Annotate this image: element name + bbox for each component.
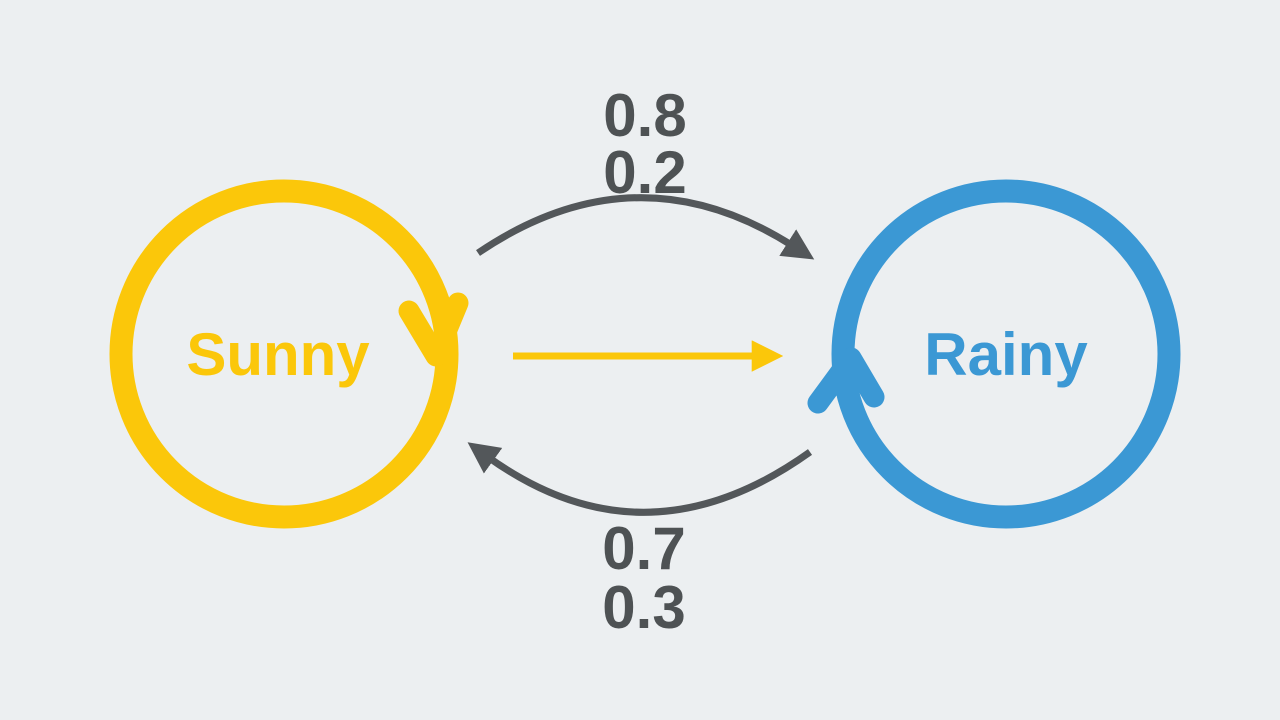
transition-arc-sunny-to-rainy	[476, 194, 815, 260]
probability-label-top-second: 0.2	[603, 139, 686, 206]
probability-label-bottom-second: 0.3	[602, 574, 685, 641]
sunny-state-label: Sunny	[186, 321, 370, 388]
rainy-self-loop-arrowhead-icon	[807, 347, 885, 414]
rainy-state-label: Rainy	[924, 321, 1088, 388]
probability-label-bottom-first: 0.7	[602, 515, 685, 582]
transition-arc-rainy-to-sunny	[467, 442, 813, 516]
probability-label-top-first: 0.8	[603, 82, 686, 149]
sunny-self-loop-arrowhead-icon	[398, 292, 469, 367]
